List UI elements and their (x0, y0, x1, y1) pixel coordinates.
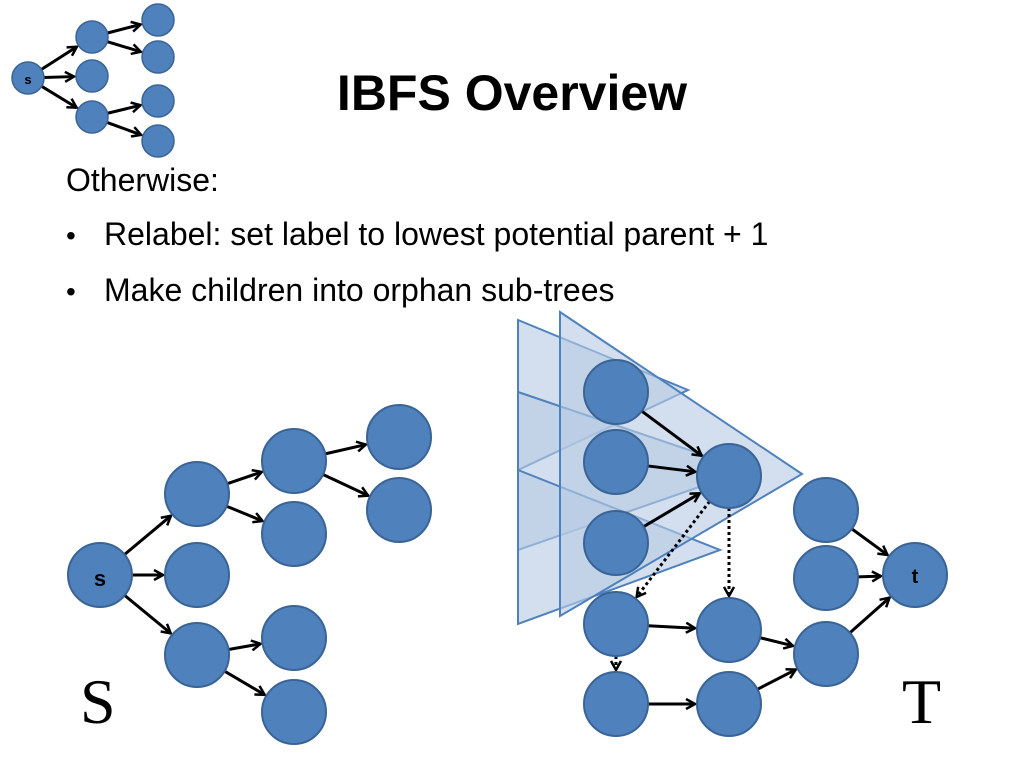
thumbnail-node (141, 3, 175, 37)
source-tree-label: S (80, 666, 116, 737)
edge-arrow (647, 626, 695, 629)
node-labels: s s t (24, 72, 918, 591)
sink-node-label: t (912, 566, 919, 588)
thumbnail-edge-arrow (106, 40, 140, 52)
graph-node (164, 622, 230, 688)
graph-node (696, 671, 762, 737)
graph-node (793, 545, 859, 611)
thumbnail-edge-arrow (43, 77, 74, 78)
bullet-text: Make children into orphan sub-trees (104, 272, 615, 308)
source-node-label: s (94, 566, 106, 591)
graph-node (583, 429, 649, 495)
graph-node (261, 501, 327, 567)
intro-text: Otherwise: (66, 162, 219, 198)
edge-arrow (759, 636, 793, 646)
graph-node (67, 542, 133, 608)
graph-node (583, 591, 649, 657)
thumbnail-edge-arrow (107, 24, 140, 35)
thumbnail-node (75, 20, 109, 54)
thumbnail-node (75, 59, 109, 93)
bullet-text: Relabel: set label to lowest potential p… (104, 216, 769, 252)
graph-node (164, 461, 230, 527)
thumbnail-edge-arrow (107, 105, 141, 115)
graph-node (696, 443, 762, 509)
edge-arrow (642, 493, 700, 528)
edge-arrow (324, 445, 366, 456)
edge-arrow (123, 516, 171, 556)
thumbnail-node (141, 84, 175, 118)
thumbnail-edge-arrow (106, 121, 141, 134)
graph-node (261, 428, 327, 494)
thumbnail-node (75, 100, 109, 134)
graph-node (583, 510, 649, 576)
edge-arrow (756, 670, 795, 691)
graph-node (793, 621, 859, 687)
edge-arrow (640, 409, 702, 456)
edge-arrow (223, 669, 265, 695)
graph-node (366, 477, 432, 543)
thumbnail-node (141, 40, 175, 74)
potential-parent-arrow (637, 500, 711, 597)
edge-arrow (857, 576, 881, 577)
graph-node (583, 359, 649, 425)
edges (40, 24, 890, 704)
graph-node (882, 542, 948, 608)
edge-arrow (123, 594, 171, 633)
bullet-item: • Make children into orphan sub-trees (66, 274, 768, 306)
bullet-item: • Relabel: set label to lowest potential… (66, 218, 768, 250)
thumbnail-edge-arrow (40, 47, 76, 71)
graph-node (793, 477, 859, 543)
thumbnail-node (11, 61, 45, 95)
bullet-dot-icon: • (66, 220, 76, 251)
graph-node (696, 597, 762, 663)
slide-body: Otherwise: • Relabel: set label to lowes… (66, 164, 768, 330)
edge-arrow (647, 464, 696, 472)
bullet-dot-icon: • (66, 276, 76, 307)
edge-arrow (226, 504, 263, 521)
edge-arrow (848, 598, 890, 634)
graph-node (261, 679, 327, 745)
sink-tree-label: T (902, 666, 942, 737)
edge-arrow (226, 472, 262, 486)
edge-arrow (228, 644, 261, 650)
graph-node (366, 404, 432, 470)
thumbnail-node (141, 124, 175, 158)
graph-node (164, 542, 230, 608)
edge-arrow (850, 527, 888, 555)
nodes (11, 3, 948, 745)
graph-node (583, 671, 649, 737)
graph-node (261, 605, 327, 671)
edge-arrow (322, 473, 368, 496)
thumbnail-edge-arrow (40, 85, 77, 107)
slide-title: IBFS Overview (336, 65, 688, 121)
thumbnail-source-label: s (24, 72, 31, 87)
